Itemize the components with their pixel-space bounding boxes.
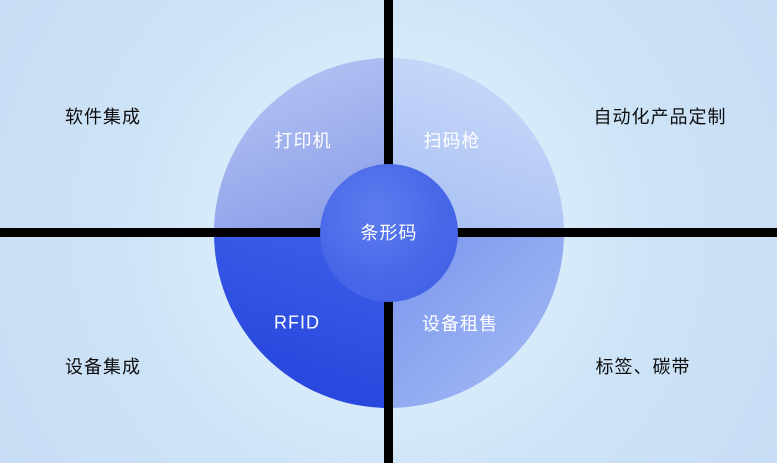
corner-label-equipment-integration: 设备集成 xyxy=(65,357,141,377)
center-circle xyxy=(320,164,458,302)
segment-label-rental: 设备租售 xyxy=(422,314,498,334)
corner-label-software-integration: 软件集成 xyxy=(65,107,141,127)
corner-label-labels-ribbons: 标签、碳带 xyxy=(595,357,691,377)
segment-label-printer: 打印机 xyxy=(274,131,332,151)
center-circle-label: 条形码 xyxy=(360,223,418,243)
corner-label-automation-customization: 自动化产品定制 xyxy=(593,107,727,127)
segment-label-rfid: RFID xyxy=(274,312,320,333)
segment-label-scanner: 扫码枪 xyxy=(423,131,481,151)
